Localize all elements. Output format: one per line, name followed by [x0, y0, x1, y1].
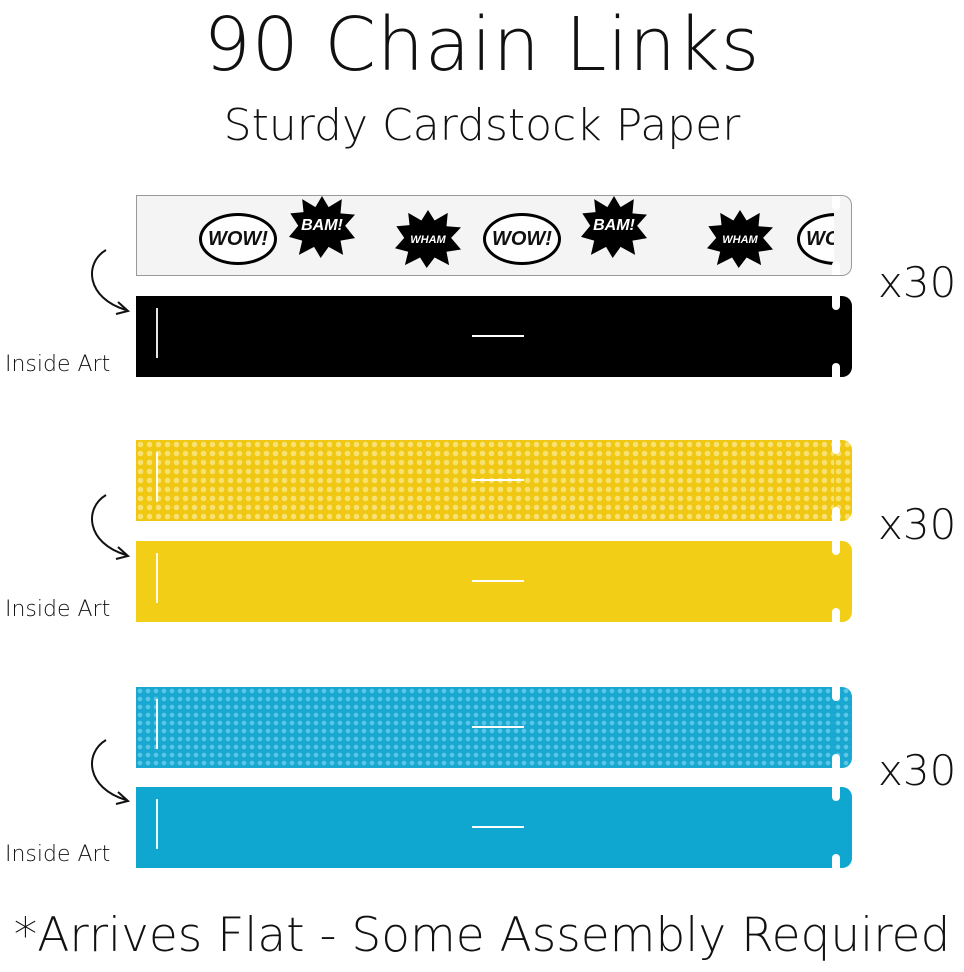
page-title: 90 Chain Links: [203, 2, 761, 88]
chain-tab: [832, 440, 852, 521]
chain-tab: [832, 787, 852, 868]
quantity-label: x30: [878, 500, 957, 549]
comic-word: WHAM: [707, 210, 773, 268]
comic-word: WOW!: [797, 213, 835, 265]
yellow-pattern-chain-strip: [136, 440, 836, 521]
chain-tab: [832, 195, 852, 276]
curved-arrow-icon: [91, 249, 131, 315]
comic-chain-strip: WOW! BAM! WHAM WOW! BAM! WHAM WOW!: [136, 195, 836, 276]
curved-arrow-icon: [91, 494, 131, 560]
comic-word: BAM!: [581, 196, 647, 258]
quantity-label: x30: [878, 258, 957, 307]
comic-word: WOW!: [483, 213, 561, 265]
inside-art-label: Inside Art: [5, 597, 111, 622]
inside-art-label: Inside Art: [5, 842, 111, 867]
curved-arrow-icon: [91, 739, 131, 805]
blue-pattern-chain-strip: [136, 687, 836, 768]
assembly-note: *Arrives Flat - Some Assembly Required: [13, 908, 951, 963]
yellow-chain-strip: [136, 541, 836, 622]
comic-word: WOW!: [199, 213, 277, 265]
blue-chain-strip: [136, 787, 836, 868]
quantity-label: x30: [878, 746, 957, 795]
chain-tab: [832, 296, 852, 377]
black-chain-strip: [136, 296, 836, 377]
comic-word: WHAM: [395, 210, 461, 268]
comic-word: BAM!: [289, 196, 355, 258]
chain-tab: [832, 541, 852, 622]
chain-tab: [832, 687, 852, 768]
subtitle: Sturdy Cardstock Paper: [223, 100, 741, 151]
inside-art-label: Inside Art: [5, 352, 111, 377]
